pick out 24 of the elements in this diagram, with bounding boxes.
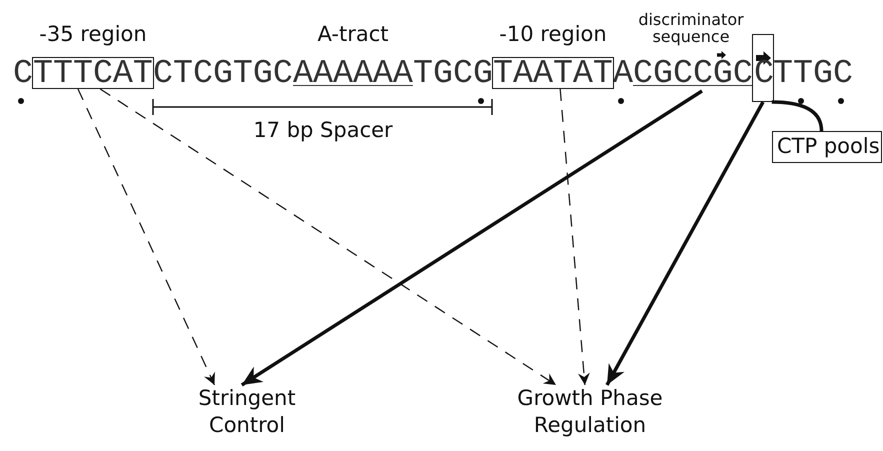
region-label: discriminator sequence <box>637 11 745 45</box>
sequence-text: A <box>613 58 633 88</box>
arrow <box>240 90 703 386</box>
region-label: -10 region <box>498 22 608 46</box>
boxed-sequence: TTTCAT <box>33 58 153 88</box>
boxed-sequence: TAATAT <box>493 58 613 88</box>
sequence-text: C <box>13 58 33 88</box>
region-label: A-tract <box>316 22 390 46</box>
connector-line <box>772 100 824 132</box>
arrow <box>605 101 765 386</box>
sequence-text: TGCG <box>413 58 493 88</box>
dashed-arrow <box>560 88 590 386</box>
outcome-label: Stringent Control <box>182 385 312 439</box>
factor-box: CTP pools <box>772 131 882 163</box>
outcome-label: Growth Phase Regulation <box>505 385 675 439</box>
region-label: -35 region <box>38 22 148 46</box>
dashed-arrow <box>77 88 216 386</box>
sequence-text: TTGC <box>773 58 853 88</box>
dimension-label: 17 bp Spacer <box>252 118 394 142</box>
sequence-text: CGCCGC <box>633 58 753 88</box>
sequence-text: AAAAAA <box>293 58 413 88</box>
dashed-arrow <box>100 88 556 386</box>
boxed-sequence: C <box>752 34 774 102</box>
sequence-text: CTCGTGC <box>153 58 293 88</box>
